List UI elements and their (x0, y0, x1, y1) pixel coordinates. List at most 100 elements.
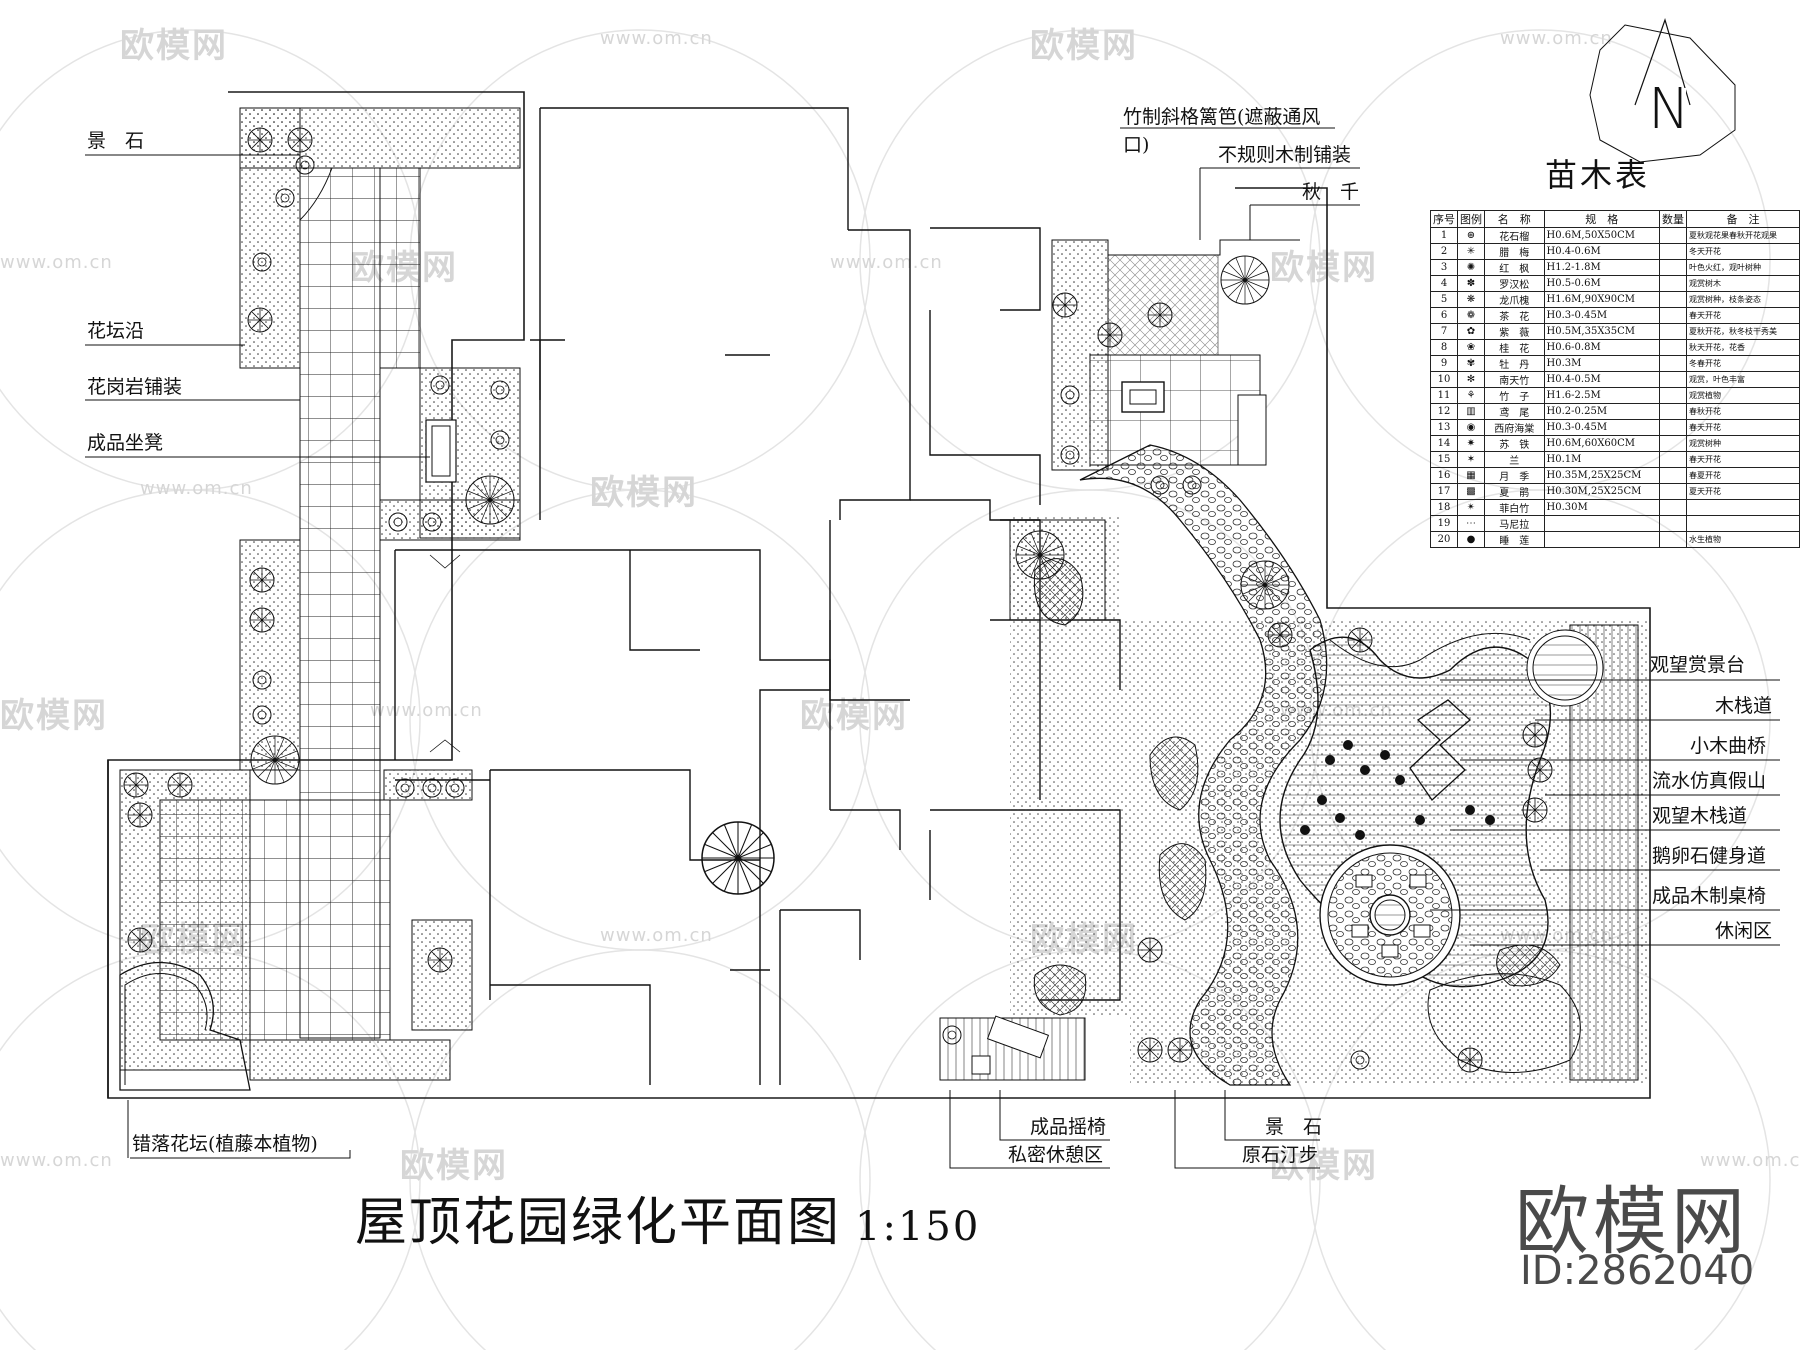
row-note: 春秋开花 (1685, 403, 1800, 420)
label-staggered-planter: 错落花坛(植藤本植物) (132, 1133, 318, 1155)
row-no: 13 (1430, 419, 1458, 436)
row-no: 8 (1430, 339, 1458, 356)
row-note: 春夏开花 (1685, 467, 1800, 484)
row-no: 3 (1430, 259, 1458, 276)
watermark-text: 欧模网 (1030, 26, 1138, 66)
drawing-title-text: 屋顶花园绿化平面图 (355, 1193, 842, 1253)
row-icon: ⚘ (1457, 387, 1485, 404)
row-spec: H0.6M,50X50CM (1543, 227, 1660, 244)
row-no: 19 (1430, 515, 1458, 532)
row-note: 观赏树木 (1685, 275, 1800, 292)
row-icon: ✾ (1457, 355, 1485, 372)
row-qty (1658, 227, 1687, 244)
row-name: 茶 花 (1484, 307, 1545, 324)
row-spec: H1.2-1.8M (1543, 259, 1660, 276)
row-note: 观赏树种 (1685, 435, 1800, 452)
row-note: 冬春开花 (1685, 355, 1800, 372)
row-name: 西府海棠 (1484, 419, 1545, 436)
label-rocking-chair: 成品摇椅 (1030, 1116, 1107, 1138)
col-header-spec: 规 格 (1543, 210, 1660, 228)
label-stepping-stones: 原石汀步 (1242, 1144, 1319, 1166)
label-rockery: 流水仿真假山 (1652, 770, 1767, 792)
row-no: 11 (1430, 387, 1458, 404)
row-name: 红 枫 (1484, 259, 1545, 276)
row-icon: ✳ (1457, 243, 1485, 260)
row-no: 4 (1430, 275, 1458, 292)
label-landscape-stone: 景 石 (87, 130, 145, 152)
watermark-url: www.om.cn (370, 700, 483, 721)
watermark-url: www.om.cn (140, 478, 253, 499)
label-bamboo-fence: 竹制斜格篱笆(遮蔽通风 (1123, 106, 1321, 128)
row-no: 9 (1430, 355, 1458, 372)
row-qty (1658, 291, 1687, 308)
row-no: 10 (1430, 371, 1458, 388)
row-spec: H0.3-0.45M (1543, 419, 1660, 436)
row-name: 花石榴 (1484, 227, 1545, 244)
watermark-url: www.om.cn (600, 28, 713, 49)
label-landscape-stone-bottom: 景 石 (1265, 1116, 1323, 1138)
row-qty (1658, 259, 1687, 276)
row-qty (1658, 339, 1687, 356)
row-spec: H0.3-0.45M (1543, 307, 1660, 324)
row-note (1685, 499, 1800, 516)
row-name: 罗汉松 (1484, 275, 1545, 292)
row-name: 睡 莲 (1484, 531, 1545, 548)
watermark-url: www.om.cn (830, 252, 943, 273)
watermark-text: 欧模网 (400, 1146, 508, 1186)
row-qty (1658, 515, 1687, 532)
label-small-bridge: 小木曲桥 (1690, 735, 1767, 757)
label-viewing-platform: 观望赏景台 (1650, 654, 1746, 676)
label-leisure-area: 休闲区 (1715, 920, 1773, 942)
row-no: 15 (1430, 451, 1458, 468)
watermark-text: 欧模网 (590, 473, 698, 513)
row-name: 菲白竹 (1484, 499, 1545, 516)
row-note: 观赏植物 (1685, 387, 1800, 404)
row-icon: ◉ (1457, 419, 1485, 436)
row-name: 月 季 (1484, 467, 1545, 484)
watermark-url: www.om.cn (1500, 28, 1613, 49)
row-icon: ⋯ (1457, 515, 1485, 532)
label-bench: 成品坐凳 (87, 432, 164, 454)
watermark-text: 欧模网 (120, 26, 228, 66)
watermark-url: www.om.cn (0, 1150, 113, 1171)
row-note: 水生植物 (1685, 531, 1800, 548)
row-note: 观赏，叶色丰富 (1685, 371, 1800, 388)
label-wood-paving: 不规则木制铺装 (1218, 144, 1352, 166)
row-note: 夏天开花 (1685, 483, 1800, 500)
north-arrow-icon (1589, 18, 1736, 163)
row-icon: ✺ (1457, 259, 1485, 276)
row-no: 1 (1430, 227, 1458, 244)
row-spec: H0.2-0.25M (1543, 403, 1660, 420)
label-private-rest-area: 私密休憩区 (1008, 1144, 1104, 1166)
label-table-chairs: 成品木制桌椅 (1652, 885, 1767, 907)
row-icon: ▦ (1457, 467, 1485, 484)
row-name: 牡 丹 (1484, 355, 1545, 372)
row-name: 夏 鹃 (1484, 483, 1545, 500)
row-qty (1658, 499, 1687, 516)
row-qty (1658, 243, 1687, 260)
row-name: 马尼拉 (1484, 515, 1545, 532)
row-icon: ✴ (1457, 499, 1485, 516)
row-spec: H0.4-0.6M (1543, 243, 1660, 260)
row-spec: H0.6-0.8M (1543, 339, 1660, 356)
row-no: 2 (1430, 243, 1458, 260)
row-qty (1658, 323, 1687, 340)
label-granite-paving: 花岗岩铺装 (87, 376, 183, 398)
label-swing: 秋 千 (1302, 181, 1360, 203)
